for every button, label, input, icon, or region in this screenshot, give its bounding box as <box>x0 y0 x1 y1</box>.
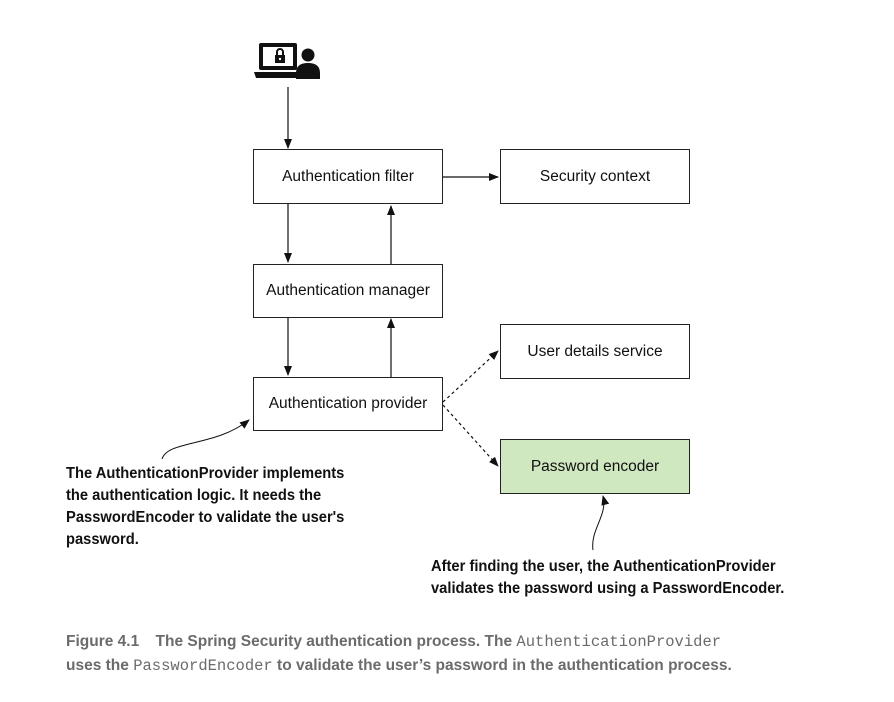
authentication-manager-label: Authentication manager <box>266 282 430 299</box>
user-details-service-box: User details service <box>500 324 690 379</box>
authentication-provider-label: Authentication provider <box>268 395 428 412</box>
password-encoder-label: Password encoder <box>530 457 660 475</box>
pointer-note-to-provider <box>161 419 250 460</box>
caption-line-2: uses the PasswordEncoder to validate the… <box>66 654 732 678</box>
security-context-box: Security context <box>500 149 690 204</box>
authentication-provider-box: Authentication provider <box>253 377 443 431</box>
password-encoder-box: Password encoder <box>500 439 690 494</box>
provider-annotation-line: password. <box>66 531 139 548</box>
arrow-provider-to-user-details <box>442 350 499 403</box>
provider-annotation-line: the authentication logic. It needs the <box>66 487 322 504</box>
authentication-filter-label: Authentication filter <box>282 167 414 185</box>
provider-annotation: The AuthenticationProvider implements th… <box>66 463 344 551</box>
security-context-label: Security context <box>539 167 651 185</box>
provider-annotation-line: PasswordEncoder to validate the user's <box>66 509 345 526</box>
caption-code: PasswordEncoder <box>133 657 273 675</box>
provider-annotation-line: The AuthenticationProvider implements <box>66 465 345 482</box>
caption-text: The Spring Security authentication proce… <box>155 633 513 650</box>
caption-line-1: Figure 4.1 The Spring Security authentic… <box>66 630 732 654</box>
user-details-service-label: User details service <box>527 342 663 360</box>
caption-text: uses the <box>66 657 129 674</box>
encoder-annotation-line: validates the password using a PasswordE… <box>431 580 785 597</box>
figure-caption: Figure 4.1 The Spring Security authentic… <box>66 630 732 678</box>
caption-text: to validate the user’s password in the a… <box>277 657 732 674</box>
authentication-filter-box: Authentication filter <box>253 149 443 204</box>
encoder-annotation: After finding the user, the Authenticati… <box>431 556 784 600</box>
pointer-note-to-encoder <box>592 495 610 551</box>
arrow-provider-to-encoder <box>442 404 499 467</box>
figure-label: Figure 4.1 <box>66 633 140 650</box>
laptop-lock-user-icon <box>254 43 320 79</box>
authentication-manager-box: Authentication manager <box>253 264 443 318</box>
caption-code: AuthenticationProvider <box>516 633 722 651</box>
encoder-annotation-line: After finding the user, the Authenticati… <box>431 558 776 575</box>
